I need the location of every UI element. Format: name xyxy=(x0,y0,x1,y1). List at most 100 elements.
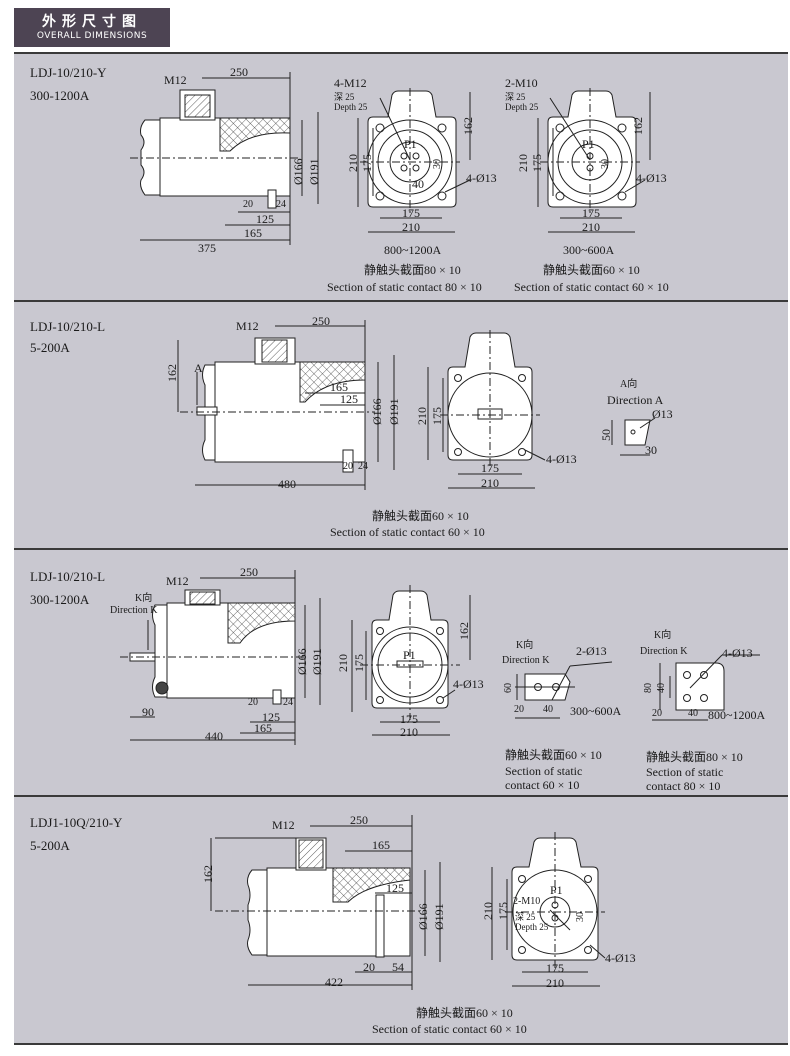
front-view-3 xyxy=(351,585,471,736)
dim-label: 54 xyxy=(392,960,404,974)
dim-label: 210 xyxy=(400,725,418,739)
dim-label: 4-Ø13 xyxy=(546,452,577,466)
panel-ldj-10-210-l-5-200a xyxy=(14,300,788,548)
caption-en: Section of static contact 80 × 10 xyxy=(327,280,482,294)
dim-label: 175 xyxy=(360,154,374,172)
caption-en: contact 80 × 10 xyxy=(646,779,721,793)
side-view-4 xyxy=(210,815,441,990)
dim-label: 210 xyxy=(481,902,495,920)
dim-label: 250 xyxy=(240,565,258,579)
dim-label: 250 xyxy=(230,65,248,79)
caption-en: Section of static contact 60 × 10 xyxy=(330,525,485,539)
model-name: LDJ-10/210-Y xyxy=(30,65,107,80)
dim-label: Ø191 xyxy=(432,903,446,930)
dim-label: 480 xyxy=(278,477,296,491)
dim-label: 125 xyxy=(256,212,274,226)
direction-title-cn: A向 xyxy=(620,379,638,390)
caption-en: Section of static xyxy=(505,764,583,778)
dim-label: M12 xyxy=(236,319,259,333)
caption-en: Section of static contact 60 × 10 xyxy=(514,280,669,294)
header-title-cn: 外形尺寸图 xyxy=(42,14,142,30)
rating-label: 800~1200A xyxy=(384,243,442,257)
dim-label: M12 xyxy=(164,73,187,87)
dim-label: P1 xyxy=(582,137,595,151)
dim-label: 30 xyxy=(432,159,443,169)
dim-label: 210 xyxy=(336,654,350,672)
dim-label: 20 xyxy=(363,960,375,974)
dim-label: 175 xyxy=(496,902,510,920)
dim-label: Ø13 xyxy=(652,407,673,421)
caption-cn: 静触头截面80 × 10 xyxy=(646,750,743,764)
dim-label: 深 25 xyxy=(515,912,536,922)
dim-label: 175 xyxy=(352,654,366,672)
dim-label: 2-Ø13 xyxy=(576,644,607,658)
dim-label: 250 xyxy=(312,314,330,328)
model-name: LDJ-10/210-L xyxy=(30,569,106,584)
front-view-1b xyxy=(537,88,651,233)
current-range: 300-1200A xyxy=(30,592,90,607)
direction-label-en: Direction K xyxy=(110,605,158,616)
side-view-3 xyxy=(120,570,321,745)
dim-label: 375 xyxy=(198,241,216,255)
dim-label: 深 25 xyxy=(334,92,355,102)
side-view-1 xyxy=(130,72,319,245)
dim-label: 40 xyxy=(656,683,667,693)
dim-label: 4-Ø13 xyxy=(605,951,636,965)
caption-cn: 静触头截面60 × 10 xyxy=(505,748,602,762)
dim-label: P1 xyxy=(404,137,417,151)
dim-label: Depth 25 xyxy=(505,102,539,112)
dim-label: 175 xyxy=(582,206,600,220)
model-name: LDJ-10/210-L xyxy=(30,319,106,334)
dim-label: 162 xyxy=(461,117,475,135)
dim-label: 40 xyxy=(688,708,698,719)
dim-label: 24 xyxy=(358,461,368,472)
dim-label: Ø166 xyxy=(370,398,384,425)
divider xyxy=(14,1043,788,1045)
dim-label: 162 xyxy=(457,622,471,640)
dim-label: 30 xyxy=(600,159,611,169)
dim-label: Ø166 xyxy=(291,158,305,185)
rating-label: 300~600A xyxy=(570,704,622,718)
dim-label: 210 xyxy=(481,476,499,490)
caption-en: Section of static xyxy=(646,765,724,779)
dim-label: 20 xyxy=(652,708,662,719)
current-range: 5-200A xyxy=(30,340,70,355)
caption-en: Section of static contact 60 × 10 xyxy=(372,1022,527,1036)
direction-title-en: Direction K xyxy=(640,646,688,657)
dim-label: 4-M12 xyxy=(334,76,367,90)
dim-label: 165 xyxy=(254,721,272,735)
current-range: 5-200A xyxy=(30,838,70,853)
caption-en: contact 60 × 10 xyxy=(505,778,580,792)
dim-label: 162 xyxy=(165,364,179,382)
caption-cn: 静触头截面80 × 10 xyxy=(364,263,461,277)
dim-label: Ø191 xyxy=(307,158,321,185)
dim-label: 165 xyxy=(372,838,390,852)
dim-label: 210 xyxy=(546,976,564,990)
caption-cn: 静触头截面60 × 10 xyxy=(416,1006,513,1020)
dim-label: 2-M10 xyxy=(513,896,541,907)
direction-label-cn: K向 xyxy=(135,593,153,604)
dim-label: 4-Ø13 xyxy=(466,171,497,185)
dim-label: 162 xyxy=(201,865,215,883)
current-range: 300-1200A xyxy=(30,88,90,103)
dim-label: 165 xyxy=(330,380,348,394)
dim-label: 30 xyxy=(645,443,657,457)
dim-label: 162 xyxy=(631,117,645,135)
dim-label: Ø191 xyxy=(310,648,324,675)
dim-label: 4-Ø13 xyxy=(636,171,667,185)
dim-label: 2-M10 xyxy=(505,76,538,90)
dim-label: M12 xyxy=(272,818,295,832)
front-view-4 xyxy=(491,832,606,987)
dim-label: 90 xyxy=(142,705,154,719)
dim-label: 80 xyxy=(643,683,654,693)
dim-label: P1 xyxy=(550,883,563,897)
dim-label: 125 xyxy=(340,392,358,406)
dim-label: 250 xyxy=(350,813,368,827)
dim-label: A xyxy=(194,361,203,375)
dim-label: 20 xyxy=(514,704,524,715)
rating-label: 800~1200A xyxy=(708,708,766,722)
dim-label: P1 xyxy=(403,648,416,662)
dim-label: 40 xyxy=(412,177,424,191)
